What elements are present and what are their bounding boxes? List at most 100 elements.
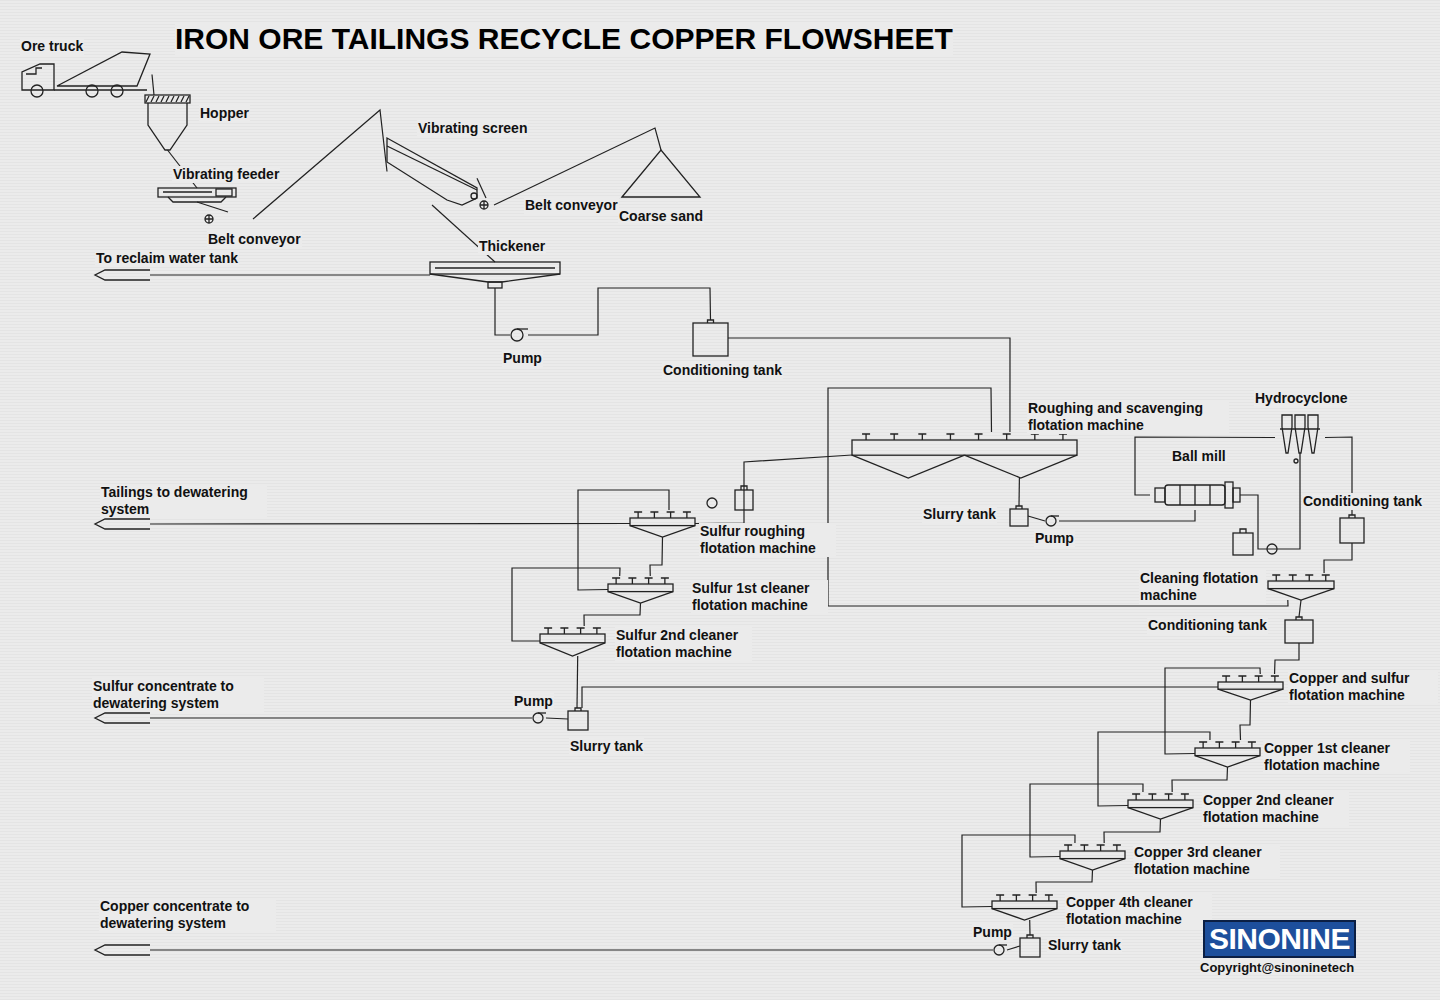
equipment-shape bbox=[1128, 792, 1193, 819]
flotation-machine: Copper and sulfur flotation machine bbox=[1218, 674, 1283, 700]
equipment-label: Cleaning flotation machine bbox=[1139, 570, 1266, 604]
equipment-shape bbox=[387, 138, 477, 205]
equipment-label: Copper 3rd cleaner flotation machine bbox=[1133, 844, 1280, 878]
equipment-shape bbox=[608, 576, 673, 603]
equipment-label: Tailings to dewatering system bbox=[100, 484, 267, 518]
equipment-label: Belt conveyor bbox=[207, 231, 302, 248]
slurry-pump: Pump bbox=[1045, 515, 1059, 527]
equipment-shape bbox=[1275, 415, 1325, 460]
equipment-shape bbox=[540, 626, 605, 656]
flow-line bbox=[576, 656, 578, 708]
slurry-pump: Pump bbox=[532, 712, 546, 724]
flotation-machine: Copper 2nd cleaner flotation machine bbox=[1128, 792, 1193, 819]
equipment-label: Belt conveyor bbox=[524, 197, 619, 214]
equipment-shape bbox=[1060, 843, 1125, 870]
equipment-label: Copper 1st cleaner flotation machine bbox=[1263, 740, 1410, 774]
equipment-label: Hopper bbox=[199, 105, 250, 122]
flow-line bbox=[494, 128, 661, 205]
flotation-machine: Sulfur 1st cleaner flotation machine bbox=[608, 576, 673, 603]
hydrocyclone-unit: Hydrocyclone bbox=[1275, 415, 1325, 460]
flow-line bbox=[828, 388, 1288, 606]
equipment-label: Sulfur roughing flotation machine bbox=[699, 523, 836, 557]
thickener-unit: Thickener bbox=[430, 262, 560, 288]
process-tank: Conditioning tank bbox=[693, 320, 728, 356]
belt-conveyor: Belt conveyor bbox=[203, 212, 253, 226]
flow-line bbox=[1240, 460, 1300, 549]
copyright-note: Copyright@sinoninetech bbox=[1200, 960, 1354, 975]
flow-line bbox=[546, 718, 568, 719]
equipment-label: Pump bbox=[502, 350, 543, 367]
outlet-arrow: Tailings to dewatering system bbox=[95, 519, 150, 529]
slurry-pump: Pump bbox=[993, 944, 1007, 956]
equipment-label: Slurry tank bbox=[922, 506, 997, 523]
flow-line bbox=[1018, 478, 1020, 506]
equipment-shape bbox=[532, 712, 546, 724]
flotation-machine: Sulfur roughing flotation machine bbox=[630, 510, 695, 537]
flow-line bbox=[1028, 516, 1045, 521]
flow-line bbox=[528, 288, 711, 335]
flow-line bbox=[1240, 700, 1251, 740]
tank-inlet bbox=[1240, 529, 1246, 533]
equipment-shape bbox=[1340, 515, 1364, 543]
process-tank: Slurry tank bbox=[568, 708, 588, 730]
equipment-label: Pump bbox=[513, 693, 554, 710]
flotation-machine: Sulfur 2nd cleaner flotation machine bbox=[540, 626, 605, 656]
ore-truck: Ore truck bbox=[22, 52, 152, 97]
flotation-machine: Cleaning flotation machine bbox=[1268, 573, 1334, 600]
equipment-shape bbox=[992, 893, 1057, 920]
equipment-label: Ball mill bbox=[1171, 448, 1227, 465]
flow-line bbox=[695, 455, 852, 524]
equipment-shape bbox=[510, 328, 528, 342]
equipment-shape bbox=[568, 708, 588, 730]
flow-line bbox=[1104, 819, 1161, 843]
equipment-label: Copper 2nd cleaner flotation machine bbox=[1202, 792, 1349, 826]
equipment-label: Sulfur concentrate to dewatering system bbox=[92, 678, 264, 712]
outlet-arrow: To reclaim water tank bbox=[95, 270, 150, 280]
vibrating-feeder: Vibrating feeder bbox=[158, 188, 236, 202]
process-tank: Conditioning tank bbox=[1340, 515, 1364, 543]
equipment-shape bbox=[478, 198, 494, 212]
equipment-shape bbox=[1010, 506, 1028, 526]
flow-line bbox=[1029, 920, 1031, 935]
flow-line bbox=[477, 178, 486, 198]
equipment-label: Thickener bbox=[478, 238, 546, 255]
equipment-label: Conditioning tank bbox=[1147, 617, 1268, 634]
flow-line bbox=[1030, 784, 1143, 857]
flow-line bbox=[1059, 510, 1195, 521]
equipment-shape bbox=[1150, 480, 1240, 510]
diagram-title: IRON ORE TAILINGS RECYCLE COPPER FLOWSHE… bbox=[175, 22, 953, 56]
equipment-shape bbox=[1045, 515, 1059, 527]
equipment-shape bbox=[158, 188, 236, 202]
flow-line bbox=[1324, 543, 1352, 573]
equipment-label: Pump bbox=[1034, 530, 1075, 547]
equipment-shape bbox=[1218, 674, 1283, 700]
flow-line bbox=[495, 288, 510, 335]
flow-line bbox=[962, 835, 1075, 907]
flow-line bbox=[1165, 668, 1260, 754]
equipment-label: Roughing and scavenging flotation machin… bbox=[1027, 400, 1229, 434]
flow-line bbox=[150, 274, 430, 275]
flotation-machine: Copper 1st cleaner flotation machine bbox=[1195, 740, 1260, 767]
equipment-label: Slurry tank bbox=[569, 738, 644, 755]
equipment-label: Conditioning tank bbox=[1302, 493, 1423, 510]
equipment-label: Copper concentrate to dewatering system bbox=[99, 898, 276, 932]
equipment-shape bbox=[1020, 935, 1040, 957]
equipment-label: Ore truck bbox=[20, 38, 84, 55]
flow-line bbox=[150, 523, 630, 525]
equipment-label: Copper and sulfur flotation machine bbox=[1288, 670, 1438, 704]
equipment-label: Vibrating screen bbox=[417, 120, 528, 137]
equipment-label: Vibrating feeder bbox=[172, 166, 280, 183]
flow-line bbox=[584, 603, 641, 626]
flow-line bbox=[1135, 437, 1275, 495]
equipment-label: Copper 4th cleaner flotation machine bbox=[1065, 894, 1212, 928]
belt-conveyor: Belt conveyor bbox=[478, 198, 494, 212]
equipment-shape bbox=[1195, 740, 1260, 767]
flow-line bbox=[582, 687, 1218, 708]
equipment-shape bbox=[622, 150, 700, 197]
small-tank bbox=[1233, 533, 1253, 555]
flow-line bbox=[253, 110, 387, 219]
flow-line bbox=[150, 949, 993, 950]
flow-line bbox=[150, 717, 532, 718]
equipment-label: Pump bbox=[972, 924, 1013, 941]
equipment-shape bbox=[95, 713, 150, 723]
